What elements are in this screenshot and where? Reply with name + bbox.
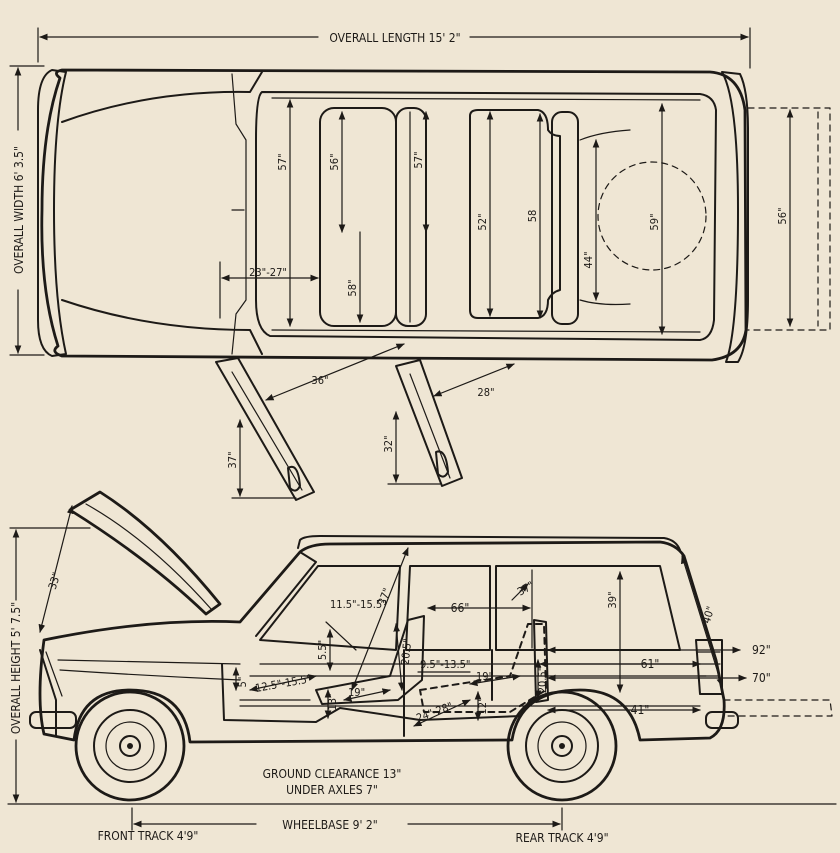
overall-length-label: OVERALL LENGTH 15' 2" <box>329 31 460 45</box>
plan-dim-36: 36" <box>311 374 328 387</box>
rear-track-label: REAR TRACK 4'9" <box>515 831 608 845</box>
side-dim-39: 39" <box>606 591 619 608</box>
front-track-label: FRONT TRACK 4'9" <box>98 829 199 843</box>
rear-seat <box>469 109 561 319</box>
side-dim-13a: 13" <box>326 693 339 710</box>
side-dim-20-5b: 20.5" <box>536 667 549 694</box>
front-door <box>215 357 315 501</box>
side-dim-37b: 37" <box>515 579 536 599</box>
side-dim-61: 61" <box>641 657 660 671</box>
ground-clearance-label: GROUND CLEARANCE 13" <box>263 767 402 781</box>
side-dim-11-5-15-5: 11.5"-15.5" <box>330 598 387 611</box>
plan-dim-59: 59" <box>648 213 661 230</box>
front-wheel <box>74 690 186 802</box>
open-hood <box>68 490 222 616</box>
side-dim-12: 12" <box>476 697 489 714</box>
plan-dim-56b: 56" <box>776 207 789 224</box>
plan-dim-52: 52" <box>476 213 489 230</box>
under-axles-label: UNDER AXLES 7" <box>286 783 378 797</box>
plan-dim-58a: 58" <box>346 279 359 296</box>
side-dim-41: 41" <box>631 703 650 717</box>
side-dim-66: 66" <box>451 601 470 615</box>
open-tailgate <box>747 107 831 331</box>
rear-bumper <box>721 71 749 363</box>
rear-door <box>395 359 463 487</box>
side-dim-5: 5" <box>236 677 249 688</box>
side-dim-9-5-13-5: 9.5"-13.5" <box>420 658 470 671</box>
plan-dim-58b: 58 <box>526 210 539 223</box>
side-dim-37a: 37" <box>376 586 394 607</box>
plan-dim-28: 28" <box>477 386 494 399</box>
plan-dim-57a: 57" <box>276 153 289 170</box>
side-dim-20-5a: 20.5" <box>399 638 415 666</box>
roof-outline <box>255 91 717 341</box>
side-dim-24-28: 24"-28" <box>415 700 455 725</box>
plan-dim-37: 37" <box>226 451 239 468</box>
side-dim-70: 70" <box>752 671 771 685</box>
side-dim-5-5: 5.5" <box>316 640 329 660</box>
overall-height-label: OVERALL HEIGHT 5' 7.5" <box>9 602 23 734</box>
plan-dim-23-27: 23"-27" <box>249 266 287 279</box>
front-bumper <box>37 69 67 357</box>
wheelbase-label: WHEELBASE 9' 2" <box>282 818 377 832</box>
side-dim-92: 92" <box>752 643 771 657</box>
overall-width-label: OVERALL WIDTH 6' 3.5" <box>12 146 26 274</box>
plan-dim-56a: 56" <box>328 153 341 170</box>
plan-view: OVERALL LENGTH 15' 2" OVERALL WIDTH 6' 3… <box>9 27 831 501</box>
side-dim-40: 40" <box>700 605 718 625</box>
side-dim-33: 33" <box>46 571 64 591</box>
plan-dim-57b: 57" <box>412 151 425 168</box>
plan-dim-44: 44" <box>582 251 595 268</box>
plan-dim-32: 32" <box>382 435 395 452</box>
side-view: OVERALL HEIGHT 5' 7.5" 33" <box>7 490 837 845</box>
